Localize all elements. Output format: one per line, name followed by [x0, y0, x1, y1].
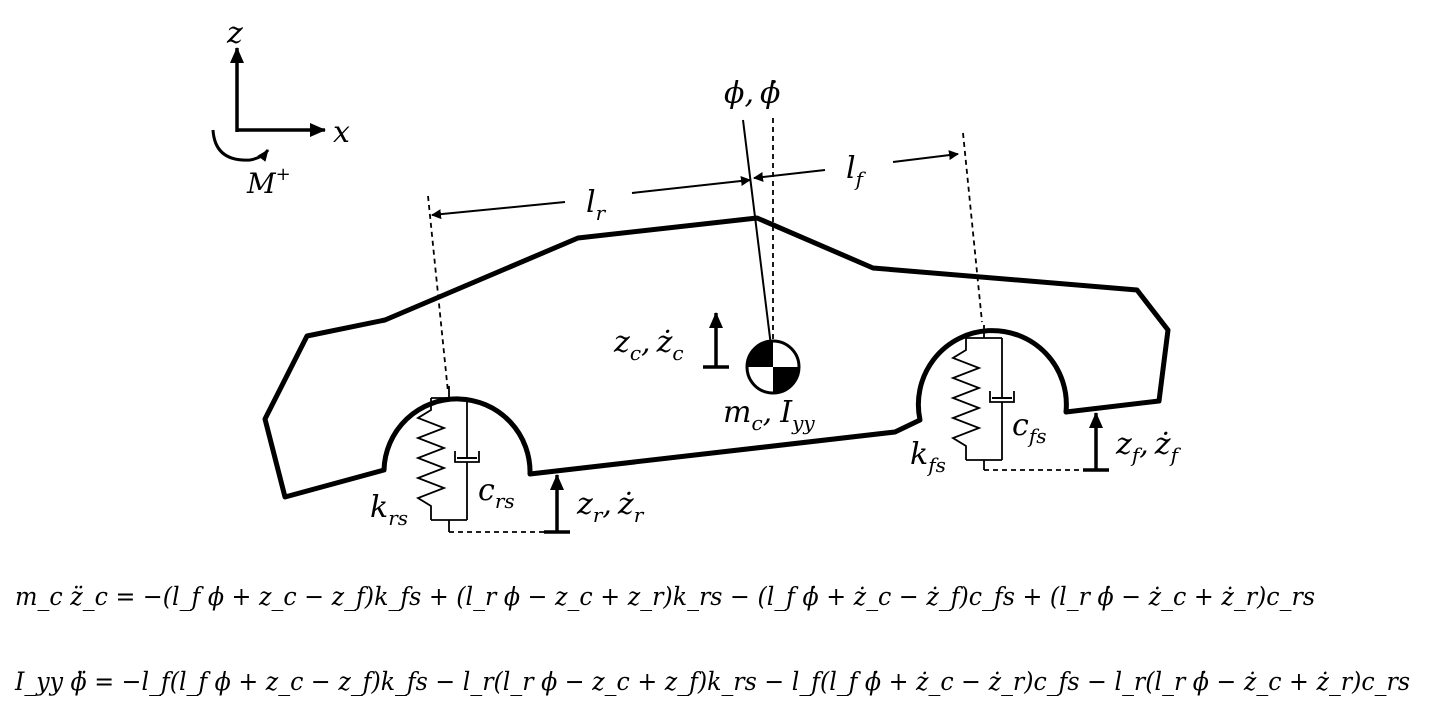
rear-spring-label: krs — [370, 490, 408, 530]
front-damper-label: cfs — [1012, 408, 1046, 448]
lr-label: lr — [586, 185, 607, 225]
body-heave-label: zc,żc — [613, 325, 684, 365]
z-axis-label: z — [226, 16, 243, 51]
pitch-equation: I_yy ϕ̈ = −l_f(l_f ϕ + z_c − z_f)k_fs − … — [14, 667, 1410, 696]
front-input-label: zf,żf — [1115, 427, 1182, 467]
front-suspension — [950, 325, 1084, 471]
rear-suspension — [415, 386, 545, 533]
lf-arrow-right — [892, 150, 959, 163]
mass-inertia-label: mc,Iyy — [723, 395, 815, 435]
coordinate-frame: z x M+ — [211, 16, 350, 200]
lf-label: lf — [846, 151, 867, 191]
moment-arrow — [211, 129, 270, 162]
center-of-mass-symbol — [745, 339, 801, 395]
rear-damper-cylinder — [454, 451, 480, 520]
pitch-reference-line — [742, 119, 772, 347]
lr-arrow-left — [431, 201, 566, 220]
rear-damper-label: crs — [478, 473, 515, 513]
rear-spring — [415, 398, 447, 520]
front-damper-cylinder — [989, 391, 1015, 460]
rear-axle-dashed — [427, 195, 449, 393]
pitch-label: ϕ,ϕ̇ — [724, 76, 780, 111]
front-axle-dashed — [962, 132, 983, 323]
heave-equation: m_c z̈_c = −(l_f ϕ + z_c − z_f)k_fs + (l… — [15, 582, 1315, 611]
wheelbase-dimensions: lr lf — [427, 132, 983, 393]
lf-arrow-left — [753, 169, 826, 182]
moment-label: M+ — [246, 164, 291, 200]
rear-input-label: zr,żr — [576, 487, 645, 527]
lr-arrow-right — [631, 176, 751, 194]
front-spring-label: kfs — [910, 437, 946, 477]
x-axis-label: x — [333, 115, 350, 150]
car-body-outline — [262, 215, 1171, 500]
front-spring — [950, 338, 982, 460]
